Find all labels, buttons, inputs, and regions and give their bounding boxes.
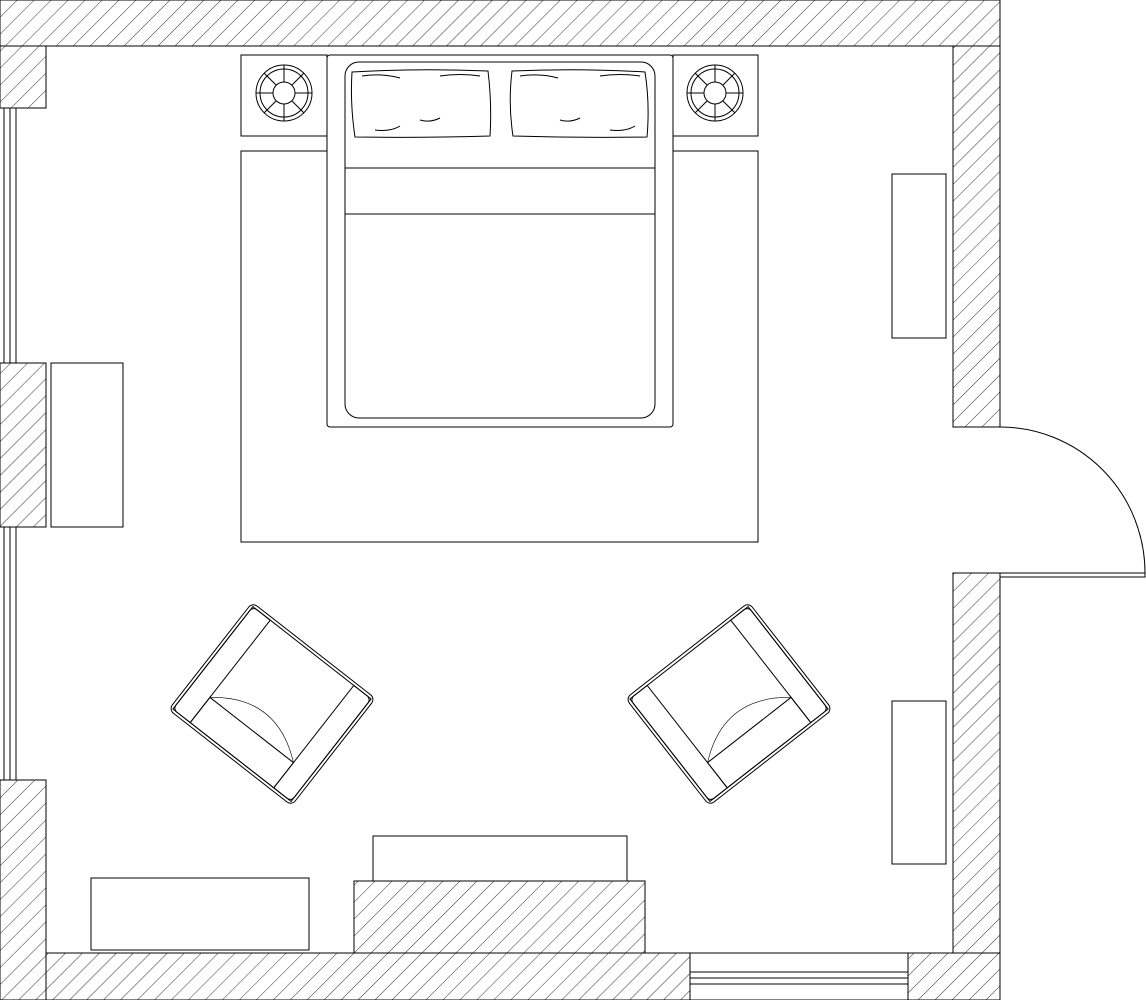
- pillow-right: [509, 69, 649, 138]
- pillow-left: [350, 69, 492, 138]
- walls: [0, 0, 1001, 1000]
- bed: [326, 54, 674, 428]
- desk: [90, 877, 310, 951]
- armchair-right: [627, 604, 831, 804]
- armchair-left: [170, 604, 374, 804]
- window-bottom: [689, 952, 909, 1000]
- window-left-lower: [3, 527, 17, 780]
- cabinet-left: [50, 362, 124, 528]
- nightstand-right: [672, 54, 759, 137]
- cabinet-right-upper: [891, 173, 947, 339]
- window-left-upper: [0, 107, 46, 363]
- cabinet-right-lower: [891, 700, 947, 865]
- door[interactable]: [999, 426, 1146, 578]
- nightstand-left: [240, 54, 328, 137]
- bench: [372, 835, 628, 882]
